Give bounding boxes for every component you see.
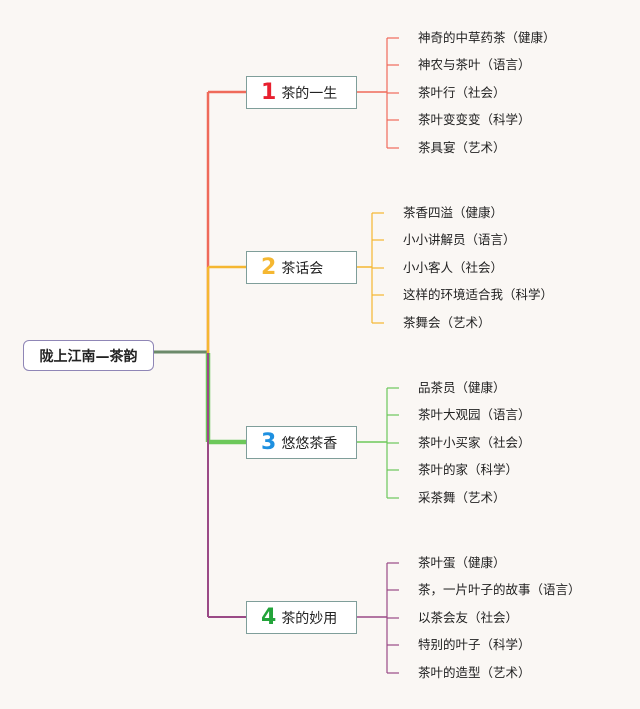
- leaf-item[interactable]: 茶叶的家（科学）: [418, 462, 519, 477]
- leaf-item[interactable]: 品茶员（健康）: [418, 380, 506, 395]
- leaf-item[interactable]: 茶香四溢（健康）: [403, 205, 504, 220]
- branch-number: 4: [261, 604, 277, 630]
- leaf-item[interactable]: 采茶舞（艺术）: [418, 490, 506, 505]
- leaf-item[interactable]: 神农与茶叶（语言）: [418, 57, 531, 72]
- branch-number: 1: [261, 79, 277, 105]
- branch-label: 茶的妙用: [281, 610, 338, 627]
- root-node[interactable]: 陇上江南—茶韵: [23, 340, 154, 371]
- leaf-item[interactable]: 茶具宴（艺术）: [418, 140, 506, 155]
- leaf-item[interactable]: 小小讲解员（语言）: [403, 232, 516, 247]
- branch-node-1[interactable]: 1 茶的一生: [246, 76, 357, 109]
- leaf-item[interactable]: 小小客人（社会）: [403, 260, 504, 275]
- branch-label: 悠悠茶香: [281, 435, 338, 452]
- leaf-item[interactable]: 茶叶变变变（科学）: [418, 112, 531, 127]
- leaf-item[interactable]: 特别的叶子（科学）: [418, 637, 531, 652]
- leaf-item[interactable]: 茶叶的造型（艺术）: [418, 665, 531, 680]
- branch-node-2[interactable]: 2 茶话会: [246, 251, 357, 284]
- leaf-item[interactable]: 茶舞会（艺术）: [403, 315, 491, 330]
- leaf-item[interactable]: 茶，一片叶子的故事（语言）: [418, 582, 581, 597]
- leaf-item[interactable]: 茶叶蛋（健康）: [418, 555, 506, 570]
- leaf-item[interactable]: 以茶会友（社会）: [418, 610, 519, 625]
- leaf-item[interactable]: 这样的环境适合我（科学）: [403, 287, 554, 302]
- root-label: 陇上江南—茶韵: [39, 348, 138, 365]
- branch-node-3[interactable]: 3 悠悠茶香: [246, 426, 357, 459]
- branch-node-4[interactable]: 4 茶的妙用: [246, 601, 357, 634]
- branch-label: 茶话会: [281, 260, 324, 277]
- leaf-item[interactable]: 茶叶大观园（语言）: [418, 407, 531, 422]
- leaf-item[interactable]: 茶叶小买家（社会）: [418, 435, 531, 450]
- branch-number: 2: [261, 254, 277, 280]
- branch-number: 3: [261, 429, 277, 455]
- leaf-item[interactable]: 神奇的中草药茶（健康）: [418, 30, 556, 45]
- branch-label: 茶的一生: [281, 85, 338, 102]
- leaf-item[interactable]: 茶叶行（社会）: [418, 85, 506, 100]
